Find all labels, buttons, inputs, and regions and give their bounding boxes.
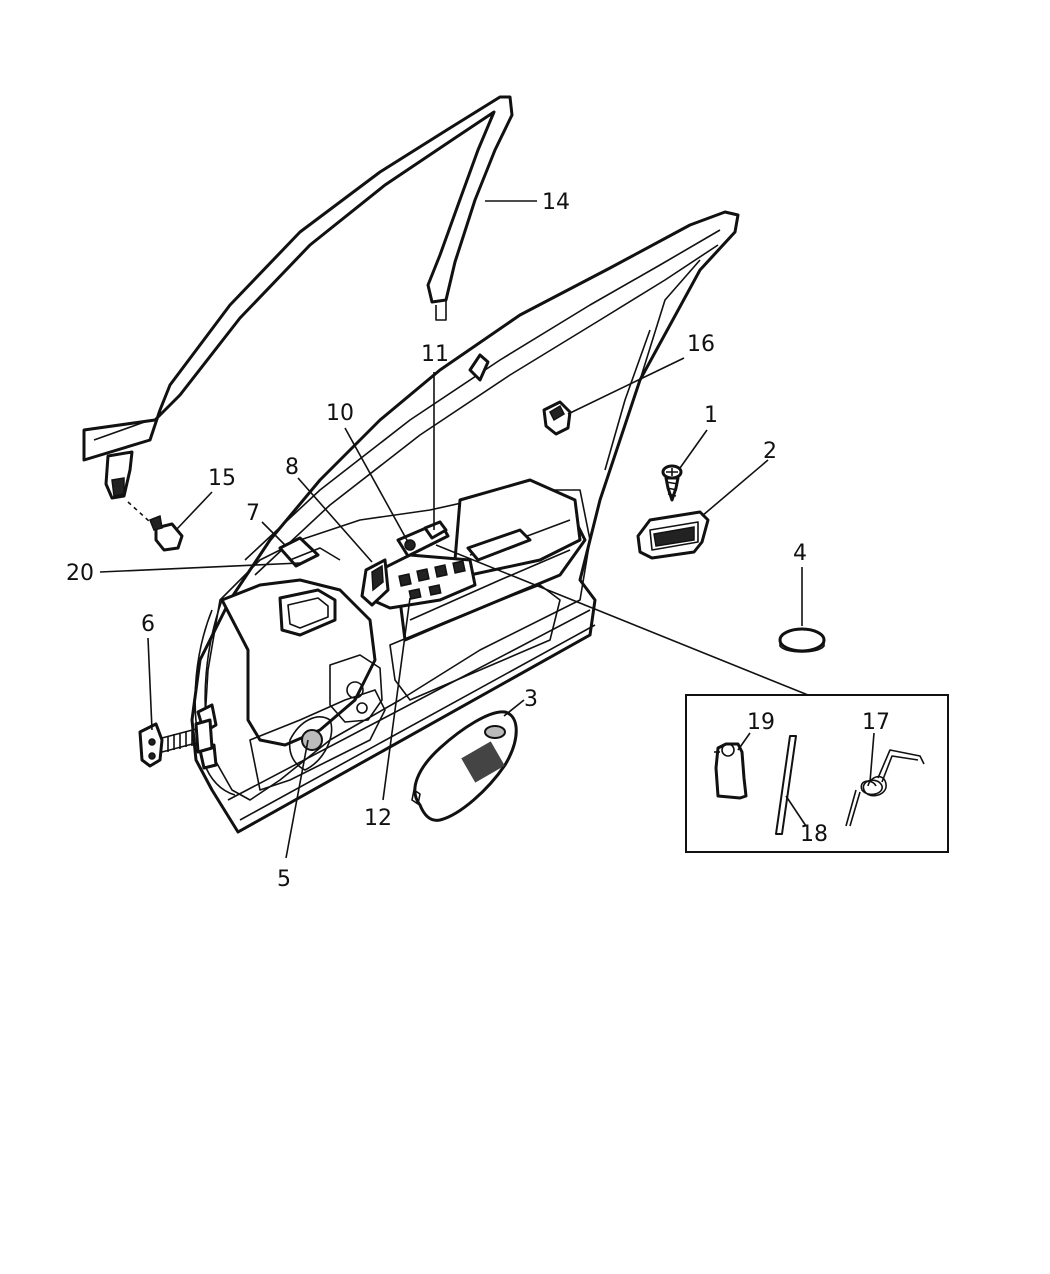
callout-17: 17 bbox=[862, 710, 890, 735]
screw bbox=[661, 464, 683, 502]
callout-18: 18 bbox=[800, 822, 828, 847]
callout-labels: 14 11 16 10 1 2 8 15 7 4 20 6 3 19 17 12… bbox=[66, 190, 890, 892]
door-trim-panel bbox=[190, 210, 740, 834]
hole-plug bbox=[778, 627, 826, 653]
speaker-grille bbox=[411, 710, 518, 822]
callout-20: 20 bbox=[66, 561, 94, 586]
callout-16: 16 bbox=[687, 332, 715, 357]
leader-lines bbox=[99, 200, 875, 859]
callout-8: 8 bbox=[285, 455, 299, 480]
callout-1: 1 bbox=[704, 403, 718, 428]
inset-detail-box bbox=[685, 694, 949, 853]
callout-11: 11 bbox=[421, 342, 449, 367]
door-frame-weatherstrip bbox=[82, 95, 514, 500]
callout-6: 6 bbox=[141, 612, 155, 637]
callout-19: 19 bbox=[747, 710, 775, 735]
trim-clip bbox=[542, 400, 572, 436]
door-check bbox=[138, 718, 214, 768]
handle-bezel bbox=[636, 510, 710, 560]
push-pin-clip bbox=[127, 501, 184, 552]
callout-5: 5 bbox=[277, 867, 291, 892]
callout-14: 14 bbox=[542, 190, 570, 215]
callout-12: 12 bbox=[364, 806, 392, 831]
callout-10: 10 bbox=[326, 401, 354, 426]
callout-4: 4 bbox=[793, 541, 807, 566]
callout-7: 7 bbox=[246, 501, 260, 526]
callout-2: 2 bbox=[763, 439, 777, 464]
grille-mesh bbox=[461, 741, 505, 783]
callout-15: 15 bbox=[208, 466, 236, 491]
callout-3: 3 bbox=[524, 687, 538, 712]
